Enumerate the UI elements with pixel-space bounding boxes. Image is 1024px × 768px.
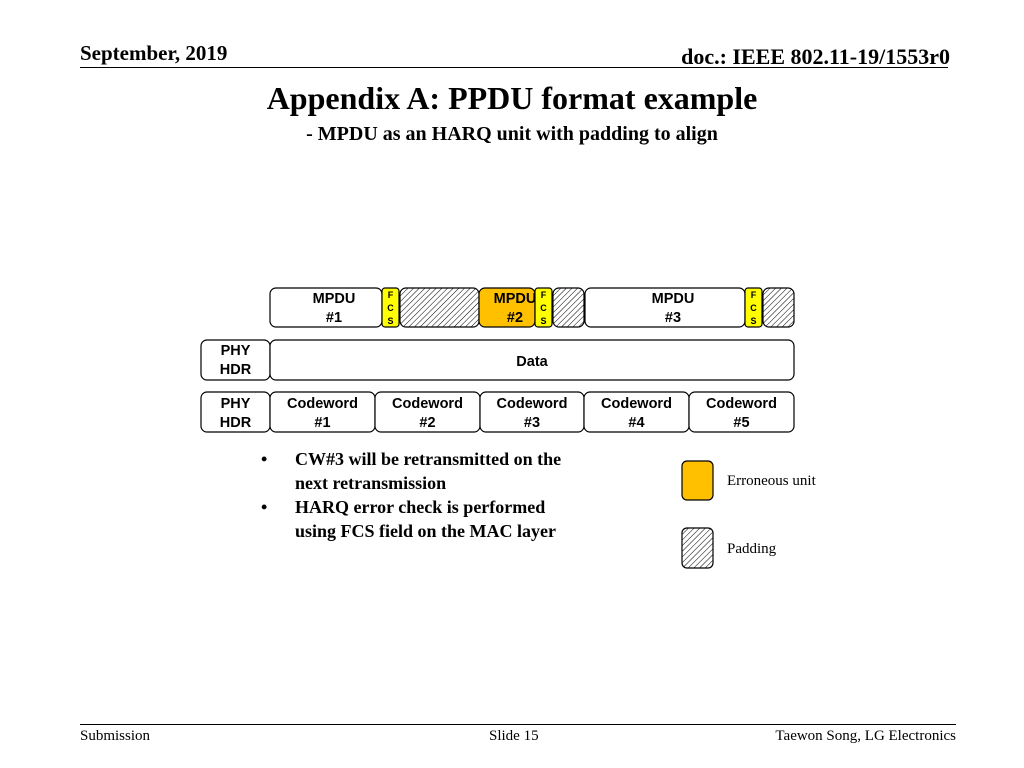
footer-author: Taewon Song, LG Electronics [775,728,956,744]
bullet-text-1: CW#3 will be retransmitted on the next r… [295,449,562,493]
footer-slide-number: Slide 15 [489,728,539,744]
codeword-3-line2: #3 [524,415,540,431]
fcs-1-s: S [387,316,393,326]
fcs-2-s: S [540,316,546,326]
codeword-2-box: Codeword #2 [374,391,481,433]
phy-hdr-data-line2: HDR [220,362,252,378]
codeword-1-box: Codeword #1 [269,391,376,433]
mpdu-3-line2: #3 [665,310,681,326]
codeword-3-line1: Codeword [497,396,568,412]
bullet-text-2: HARQ error check is performed using FCS … [295,497,556,541]
phy-hdr-codeword-box: PHY HDR [200,391,271,433]
legend-padding-swatch [681,527,714,569]
codeword-2-line2: #2 [419,415,435,431]
fcs-3-c: C [750,303,757,313]
codeword-5-line2: #5 [733,415,749,431]
mpdu-2-line2: #2 [507,310,523,326]
codeword-row: PHY HDR Codeword #1 Codeword #2 Codeword… [200,391,795,433]
header-doc-id: doc.: IEEE 802.11-19/1553r0 [681,44,950,69]
codeword-5-line1: Codeword [706,396,777,412]
legend-erroneous-swatch [681,460,714,501]
fcs-1-box: F C S [381,287,400,328]
fcs-1-c: C [387,303,394,313]
fcs-2-c: C [540,303,547,313]
legend-padding-label: Padding [727,541,777,557]
codeword-3-box: Codeword #3 [479,391,585,433]
codeword-2-line1: Codeword [392,396,463,412]
mpdu-2-line1: MPDU [494,291,537,307]
phy-hdr-data-box: PHY HDR [200,339,271,381]
fcs-1-f: F [388,290,394,300]
bullet-marker: • [261,497,268,517]
footer-divider [80,724,956,725]
codeword-1-line2: #1 [314,415,330,431]
fcs-3-s: S [750,316,756,326]
phy-hdr-codeword-line1: PHY [221,396,251,412]
fcs-2-f: F [541,290,547,300]
bullet-list: • CW#3 will be retransmitted on the next… [257,447,587,543]
mpdu-1-line1: MPDU [313,291,356,307]
codeword-1-line1: Codeword [287,396,358,412]
data-row: PHY HDR Data [200,339,795,381]
fcs-3-box: F C S [744,287,763,328]
mpdu-3-line1: MPDU [652,291,695,307]
padding-3-box [762,287,795,328]
codeword-4-line2: #4 [628,415,644,431]
header-date: September, 2019 [80,41,228,65]
fcs-3-f: F [751,290,757,300]
mpdu-1-box: MPDU #1 [269,287,383,328]
header-divider [80,67,948,68]
slide-subtitle: - MPDU as an HARQ unit with padding to a… [306,123,718,145]
codeword-4-box: Codeword #4 [583,391,690,433]
data-box: Data [269,339,795,381]
mpdu-2-box: MPDU #2 [478,287,537,328]
padding-2-box [552,287,585,328]
fcs-2-box: F C S [534,287,553,328]
codeword-5-box: Codeword #5 [688,391,795,433]
padding-1-box [399,287,480,328]
mpdu-1-line2: #1 [326,310,342,326]
legend-erroneous-label: Erroneous unit [727,473,816,489]
bullet-marker: • [261,449,268,469]
bullet-item-2: • HARQ error check is performed using FC… [257,495,587,543]
bullet-item-1: • CW#3 will be retransmitted on the next… [257,447,587,495]
mpdu-row: MPDU #1 F C S MPDU #2 F C S MPDU #3 [269,287,795,328]
phy-hdr-codeword-line2: HDR [220,415,252,431]
slide-title: Appendix A: PPDU format example [266,80,758,116]
codeword-4-line1: Codeword [601,396,672,412]
data-label: Data [516,354,548,370]
footer-submission: Submission [80,728,151,744]
mpdu-3-box: MPDU #3 [584,287,746,328]
phy-hdr-data-line1: PHY [221,343,251,359]
